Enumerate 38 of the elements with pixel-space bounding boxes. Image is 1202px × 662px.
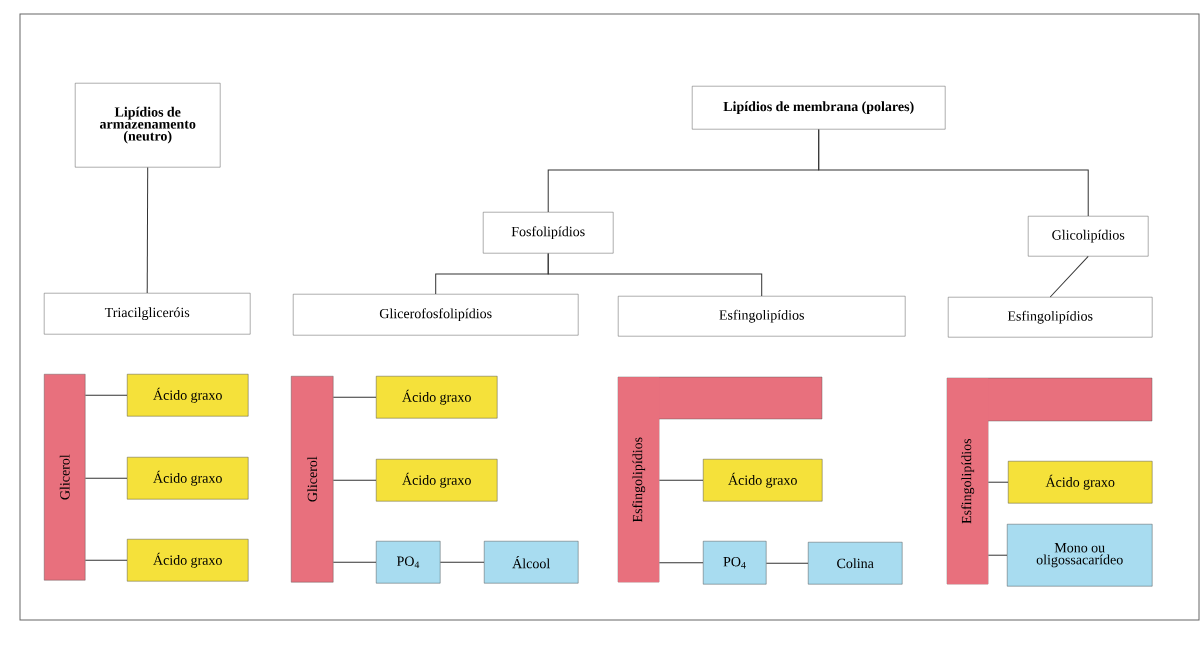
- class-box: Triacilgliceróis: [44, 293, 251, 335]
- connector-line: [987, 554, 1008, 556]
- connector-line: [765, 562, 809, 564]
- connector-line: [818, 128, 1089, 217]
- class-box: Esfingolipídios: [618, 296, 906, 337]
- component-box: Ácido graxo: [703, 459, 823, 502]
- component-box: Mono ou oligossacarídeo: [1007, 524, 1153, 587]
- component-box: Ácido graxo: [127, 457, 249, 500]
- connector-line: [547, 252, 763, 297]
- component-box: PO$_{4}$: [703, 541, 767, 585]
- connector-line: [658, 479, 704, 481]
- component-box: Ácido graxo: [376, 459, 498, 502]
- class-box: Glicolipídios: [1028, 216, 1149, 257]
- connector-line: [332, 479, 377, 481]
- class-box: Glicerofosfolipídios: [293, 294, 579, 336]
- connector-line: [146, 166, 149, 294]
- component-box: Ácido graxo: [1008, 461, 1153, 504]
- connector-line: [987, 481, 1009, 483]
- component-box: Ácido graxo: [376, 376, 498, 419]
- category-box: Lipídios de membrana (polares): [692, 86, 946, 130]
- connector-line: [439, 561, 485, 563]
- connector-line: [332, 561, 377, 563]
- component-box: PO$_{4}$: [376, 541, 441, 584]
- component-box: Ácido graxo: [127, 539, 249, 582]
- backbone-bar: Glicerol: [291, 376, 334, 583]
- class-box: Fosfolipídios: [483, 212, 614, 254]
- class-box: Esfingolipídios: [948, 297, 1153, 338]
- connector-line: [84, 394, 128, 396]
- connector-line: [84, 559, 128, 561]
- connector-line: [84, 477, 128, 479]
- category-box: Lipídios de armazenamento (neutro): [75, 83, 221, 168]
- component-box: Colina: [808, 542, 903, 585]
- component-box: Álcool: [484, 541, 579, 584]
- connector-line: [332, 396, 377, 398]
- component-box: Ácido graxo: [127, 374, 249, 417]
- connector-line: [658, 562, 704, 564]
- backbone-bar: Glicerol: [44, 374, 86, 581]
- connector-line: [1049, 255, 1089, 298]
